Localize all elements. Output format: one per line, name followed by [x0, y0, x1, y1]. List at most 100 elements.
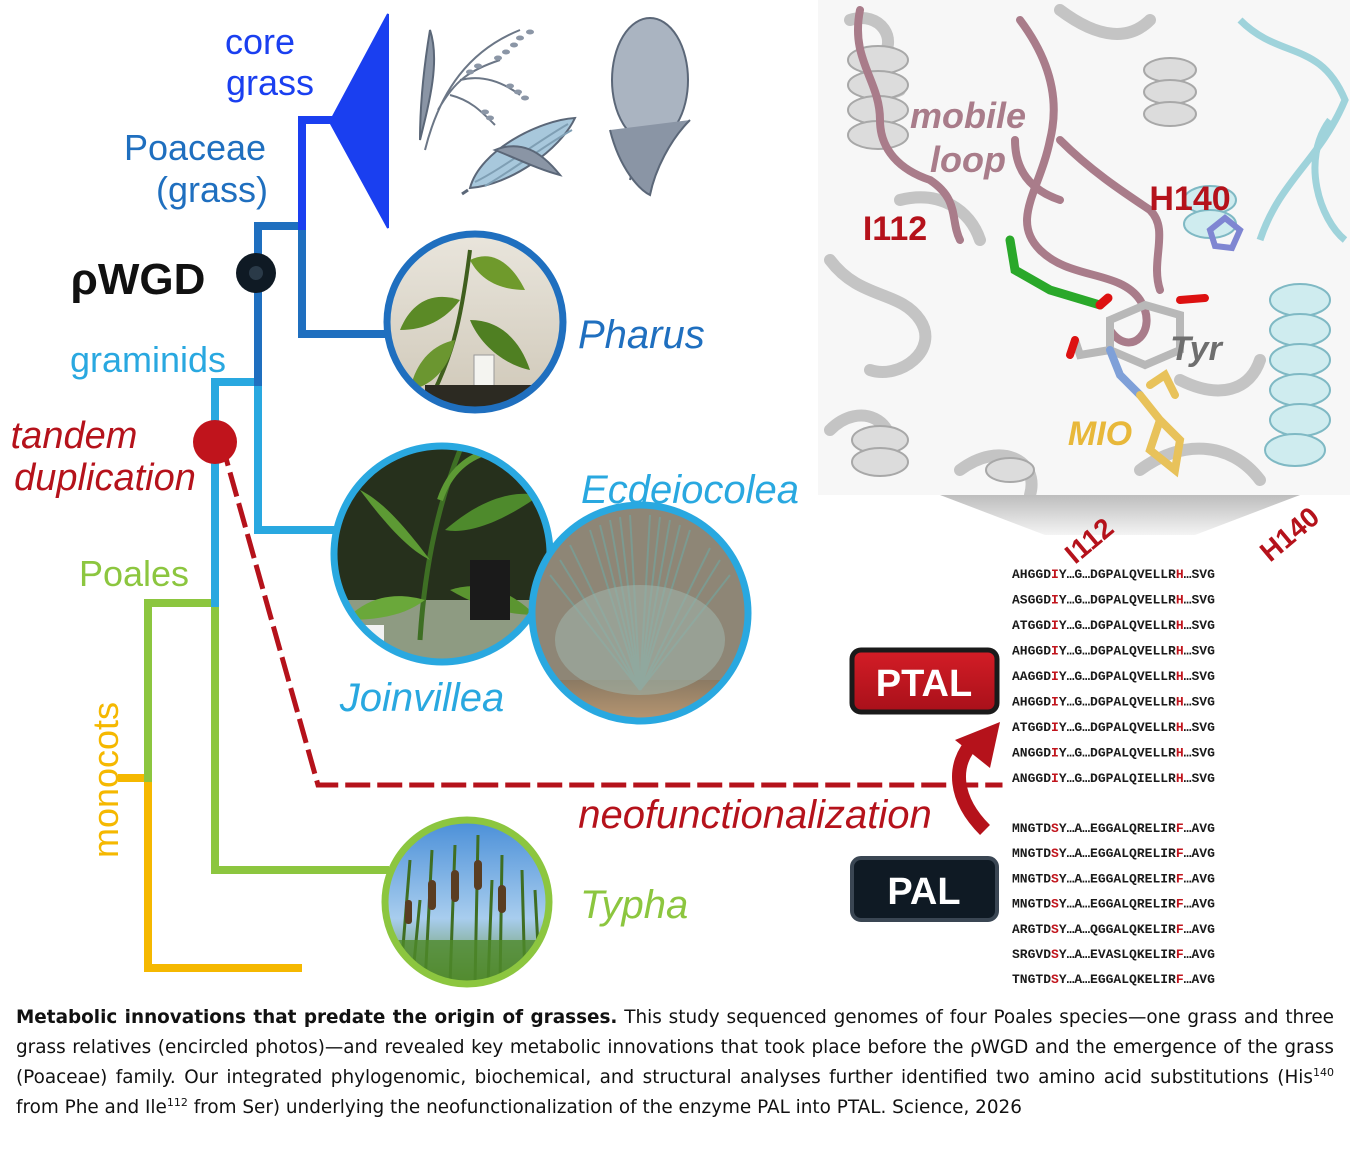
sequence-segment: ASGGD — [1012, 593, 1051, 608]
pal-sequence-row: TKGTDSY…A…EGGALQKELIRF…AVG — [1012, 997, 1215, 1000]
phylogenetic-tree — [118, 13, 1003, 972]
caption-body-1: This study sequenced genomes of four Poa… — [16, 1007, 1334, 1088]
caption-body-2: from Phe and Ile — [16, 1097, 167, 1118]
residue-140: F — [1176, 871, 1184, 886]
residue-112: S — [1051, 947, 1059, 962]
ptal-sequence-row: ATGGDIY…G…DGPALQVELLRH…SVG — [1012, 720, 1215, 735]
sorghum-illustration — [609, 17, 691, 197]
sequence-segment: …SVG — [1184, 746, 1215, 761]
event-label-tandem-1: tandem — [11, 415, 138, 457]
sequence-segment: …SVG — [1184, 644, 1215, 659]
ptal-badge-label: PTAL — [876, 663, 972, 705]
residue-140: H — [1176, 720, 1184, 735]
residue-112: I — [1051, 567, 1059, 582]
pal-sequence-row: SRGVDSY…A…EVASLQKELIRF…AVG — [1012, 947, 1215, 962]
residue-112: S — [1051, 897, 1059, 912]
sequence-segment: …AVG — [1184, 922, 1215, 937]
tandem-duplication-path — [218, 440, 1003, 788]
residue-112: I — [1051, 669, 1059, 684]
ptal-badge: PTAL — [849, 647, 1000, 715]
sequence-segment: …SVG — [1184, 720, 1215, 735]
tandem-duplication-node — [193, 420, 237, 464]
sequence-segment: Y…G…DGPALQVELLR — [1059, 695, 1176, 710]
graphical-abstract: core grass Poaceae (grass) ρWGD graminid… — [10, 0, 1350, 1000]
sequence-segment: MNGTD — [1012, 897, 1051, 912]
sequence-segment: Y…G…DGPALQVELLR — [1059, 720, 1176, 735]
grass-illustrations — [419, 17, 691, 197]
sequence-segment: Y…G…DGPALQVELLR — [1059, 567, 1176, 582]
sequence-segment: Y…A…EGGALQKELIR — [1059, 997, 1176, 1000]
residue-140: H — [1176, 567, 1184, 582]
sequence-segment: TNGTD — [1012, 972, 1051, 987]
pal-sequence-row: MNGTDSY…A…EGGALQRELIRF…AVG — [1012, 871, 1215, 886]
clade-label-poaceae-1: Poaceae — [124, 127, 266, 168]
clade-label-monocots: monocots — [85, 702, 126, 858]
sequence-segment: …AVG — [1184, 947, 1215, 962]
sequence-segment: Y…A…EGGALQRELIR — [1059, 821, 1176, 836]
maize-illustration — [461, 116, 577, 196]
sequence-segment: Y…G…DGPALQVELLR — [1059, 669, 1176, 684]
branch-core-grass — [298, 116, 338, 230]
sequence-segment: …SVG — [1184, 618, 1215, 633]
sequence-segment: Y…G…DGPALQIELLR — [1059, 771, 1176, 786]
residue-112: S — [1051, 972, 1059, 987]
core-grass-clade-triangle — [328, 13, 389, 229]
clade-label-graminids: graminids — [70, 339, 226, 380]
ptal-sequence-row: ATGGDIY…G…DGPALQVELLRH…SVG — [1012, 618, 1215, 633]
neofunctionalization-arrow-icon — [952, 722, 1000, 835]
residue-112: I — [1051, 746, 1059, 761]
protein-structure-panel: mobile loop I112 H140 Tyr MIO — [818, 0, 1350, 501]
residue-140: F — [1176, 947, 1184, 962]
sequence-segment: …SVG — [1184, 567, 1215, 582]
clade-label-core-grass-1: core — [225, 21, 295, 62]
taxon-label-typha: Typha — [580, 883, 688, 927]
zoom-funnel — [940, 495, 1300, 535]
pal-sequence-row: ARGTDSY…A…QGGALQKELIRF…AVG — [1012, 922, 1215, 937]
ptal-sequence-row: AHGGDIY…G…DGPALQVELLRH…SVG — [1012, 644, 1215, 659]
sequence-segment: …AVG — [1184, 897, 1215, 912]
residue-140: H — [1176, 771, 1184, 786]
pal-sequence-row: MNGTDSY…A…EGGALQRELIRF…AVG — [1012, 821, 1215, 836]
sequence-segment: …AVG — [1184, 972, 1215, 987]
residue-112: I — [1051, 720, 1059, 735]
figure-caption: Metabolic innovations that predate the o… — [16, 1003, 1334, 1123]
residue-140: F — [1176, 846, 1184, 861]
residue-140: H — [1176, 695, 1184, 710]
ptal-sequence-row: ANGGDIY…G…DGPALQVELLRH…SVG — [1012, 746, 1215, 761]
sequence-alignment: I112 H140 AHGGDIY…G…DGPALQVELLRH…SVGASGG… — [1012, 501, 1325, 1000]
neofunctionalization-label: neofunctionalization — [578, 793, 932, 837]
sequence-segment: Y…A…EGGALQRELIR — [1059, 897, 1176, 912]
residue-140: H — [1176, 669, 1184, 684]
residue-112: I — [1051, 644, 1059, 659]
sequence-segment: AHGGD — [1012, 644, 1051, 659]
sequence-segment: AHGGD — [1012, 695, 1051, 710]
sequence-segment: Y…G…DGPALQVELLR — [1059, 593, 1176, 608]
rice-illustration — [424, 29, 521, 151]
pal-sequence-row: TNGTDSY…A…EGGALQKELIRF…AVG — [1012, 972, 1215, 987]
sequence-segment: AHGGD — [1012, 567, 1051, 582]
sequence-segment: …AVG — [1184, 846, 1215, 861]
branch-graminids — [211, 378, 338, 607]
sequence-segment: ANGGD — [1012, 771, 1051, 786]
sequence-segment: …SVG — [1184, 593, 1215, 608]
sequence-segment: TKGTD — [1012, 997, 1051, 1000]
branch-poaceae — [254, 222, 392, 386]
sequence-segment: MNGTD — [1012, 821, 1051, 836]
pwgd-node-inner — [249, 266, 263, 280]
pal-sequence-row: MNGTDSY…A…EGGALQRELIRF…AVG — [1012, 846, 1215, 861]
ptal-sequence-row: AAGGDIY…G…DGPALQVELLRH…SVG — [1012, 669, 1215, 684]
sequence-segment: Y…A…EVASLQKELIR — [1059, 947, 1176, 962]
sequence-segment: Y…A…EGGALQKELIR — [1059, 972, 1176, 987]
sequence-segment: …SVG — [1184, 771, 1215, 786]
sequence-segment: Y…G…DGPALQVELLR — [1059, 746, 1176, 761]
clade-label-core-grass-2: grass — [226, 62, 314, 103]
sequence-segment: MNGTD — [1012, 871, 1051, 886]
caption-sup-1: 140 — [1313, 1065, 1334, 1079]
residue-112: S — [1051, 997, 1059, 1000]
sequence-segment: ATGGD — [1012, 720, 1051, 735]
pal-sequence-rows: MNGTDSY…A…EGGALQRELIRF…AVGMNGTDSY…A…EGGA… — [1012, 821, 1215, 1000]
residue-140: F — [1176, 922, 1184, 937]
residue-140: F — [1176, 897, 1184, 912]
clade-label-poales: Poales — [79, 553, 189, 594]
branch-monocots — [118, 774, 302, 972]
